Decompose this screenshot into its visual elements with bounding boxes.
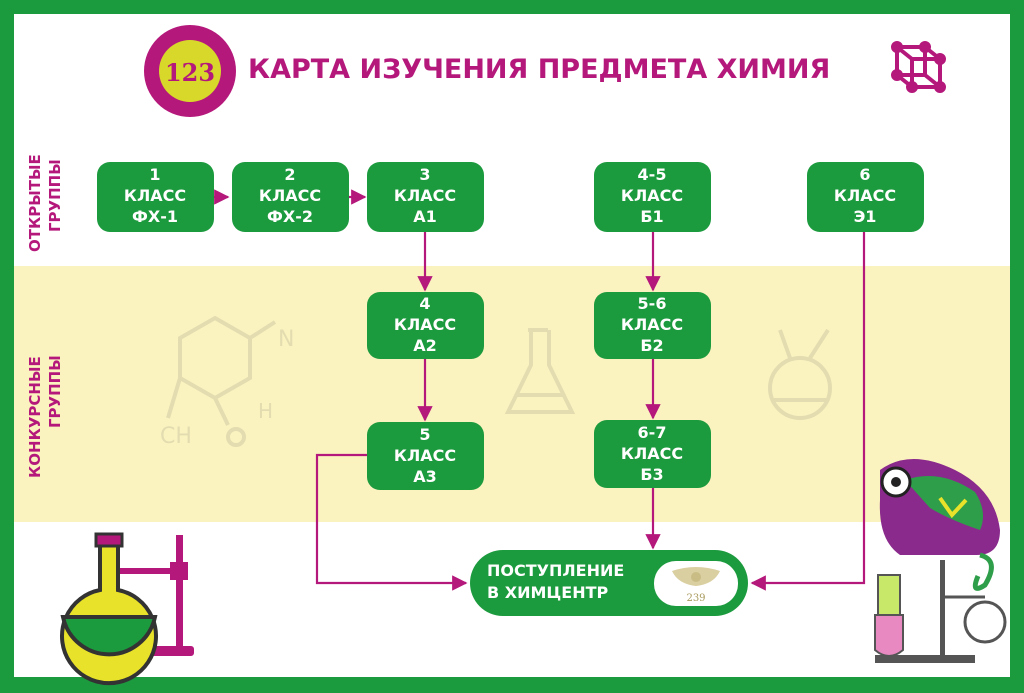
node-6-e1: 6 КЛАСС Э1 [807, 162, 924, 232]
contest-groups-label-line2: ГРУППЫ [46, 355, 64, 428]
node-final-line1: ПОСТУПЛЕНИЕ [487, 561, 624, 580]
node-5-a3: 5 КЛАСС А3 [367, 422, 484, 490]
round-flask-icon [768, 328, 832, 420]
edge-n5-final [315, 453, 468, 591]
node-3-a1: 3 КЛАСС А1 [367, 162, 484, 232]
node-6-7-b3: 6-7 КЛАСС Б3 [594, 420, 711, 488]
node-1-fx1: 1 КЛАСС ФХ-1 [97, 162, 214, 232]
school-239-badge-icon: 239 [654, 561, 738, 606]
node-1-fx1-line2: КЛАСС [124, 186, 186, 205]
node-4-5-b1: 4-5 КЛАСС Б1 [594, 162, 711, 232]
contest-groups-label-line1: КОНКУРСНЫЕ [26, 356, 44, 478]
node-1-fx1-line3: ФХ-1 [132, 207, 178, 226]
open-groups-label-line2: ГРУППЫ [46, 159, 64, 232]
molecule-cube-icon [891, 41, 946, 93]
contest-groups-band [14, 266, 1010, 522]
svg-text:H: H [258, 399, 273, 423]
node-1-fx1-line1: 1 [149, 165, 160, 184]
node-6-7-b3-line3: Б3 [640, 465, 663, 484]
contest-groups-label: КОНКУРСНЫЕ ГРУППЫ [26, 355, 64, 478]
node-3-a1-line1: 3 [419, 165, 430, 184]
node-6-e1-line2: КЛАСС [834, 186, 896, 205]
node-5-a3-line3: А3 [413, 467, 437, 486]
edge-n6-final [750, 232, 866, 591]
node-2-fx2-line1: 2 [284, 165, 295, 184]
node-6-7-b3-line1: 6-7 [638, 423, 667, 442]
node-2-fx2-line3: ФХ-2 [267, 207, 313, 226]
node-2-fx2-line2: КЛАСС [259, 186, 321, 205]
node-6-7-b3-line2: КЛАСС [621, 444, 683, 463]
edges [214, 189, 866, 591]
node-4-a2: 4 КЛАСС А2 [367, 292, 484, 359]
node-4-5-b1-line3: Б1 [640, 207, 663, 226]
node-5-6-b2: 5-6 КЛАСС Б2 [594, 292, 711, 359]
logo-text: 123 [165, 58, 215, 87]
node-3-a1-line2: КЛАСС [394, 186, 456, 205]
school-239-badge-text: 239 [686, 593, 705, 604]
node-3-a1-line3: А1 [413, 207, 437, 226]
open-groups-label: ОТКРЫТЫЕ ГРУППЫ [26, 154, 64, 252]
node-4-5-b1-line1: 4-5 [638, 165, 667, 184]
node-5-a3-line1: 5 [419, 425, 430, 444]
node-5-a3-line2: КЛАСС [394, 446, 456, 465]
logo-1-2-3-icon: 123 [144, 25, 236, 117]
node-final-chemcenter: ПОСТУПЛЕНИЕ В ХИМЦЕНТР 239 [470, 550, 748, 616]
node-final-line2: В ХИМЦЕНТР [487, 583, 608, 602]
open-groups-label-line1: ОТКРЫТЫЕ [26, 154, 44, 252]
node-4-a2-line1: 4 [419, 294, 430, 313]
node-5-6-b2-line1: 5-6 [638, 294, 667, 313]
node-4-a2-line3: А2 [413, 336, 437, 355]
node-4-a2-line2: КЛАСС [394, 315, 456, 334]
node-4-5-b1-line2: КЛАСС [621, 186, 683, 205]
node-6-e1-line3: Э1 [854, 207, 877, 226]
svg-text:N: N [278, 327, 294, 352]
page-title: КАРТА ИЗУЧЕНИЯ ПРЕДМЕТА ХИМИЯ [248, 54, 830, 85]
node-2-fx2: 2 КЛАСС ФХ-2 [232, 162, 349, 232]
node-6-e1-line1: 6 [859, 165, 870, 184]
flask-on-stand-icon [60, 532, 194, 686]
node-5-6-b2-line2: КЛАСС [621, 315, 683, 334]
node-5-6-b2-line3: Б2 [640, 336, 663, 355]
chameleon-lab-icon [874, 459, 1007, 663]
structural-formula-icon: CH N H [160, 315, 294, 449]
erlenmeyer-flask-icon [504, 328, 576, 414]
svg-text:CH: CH [160, 424, 192, 449]
